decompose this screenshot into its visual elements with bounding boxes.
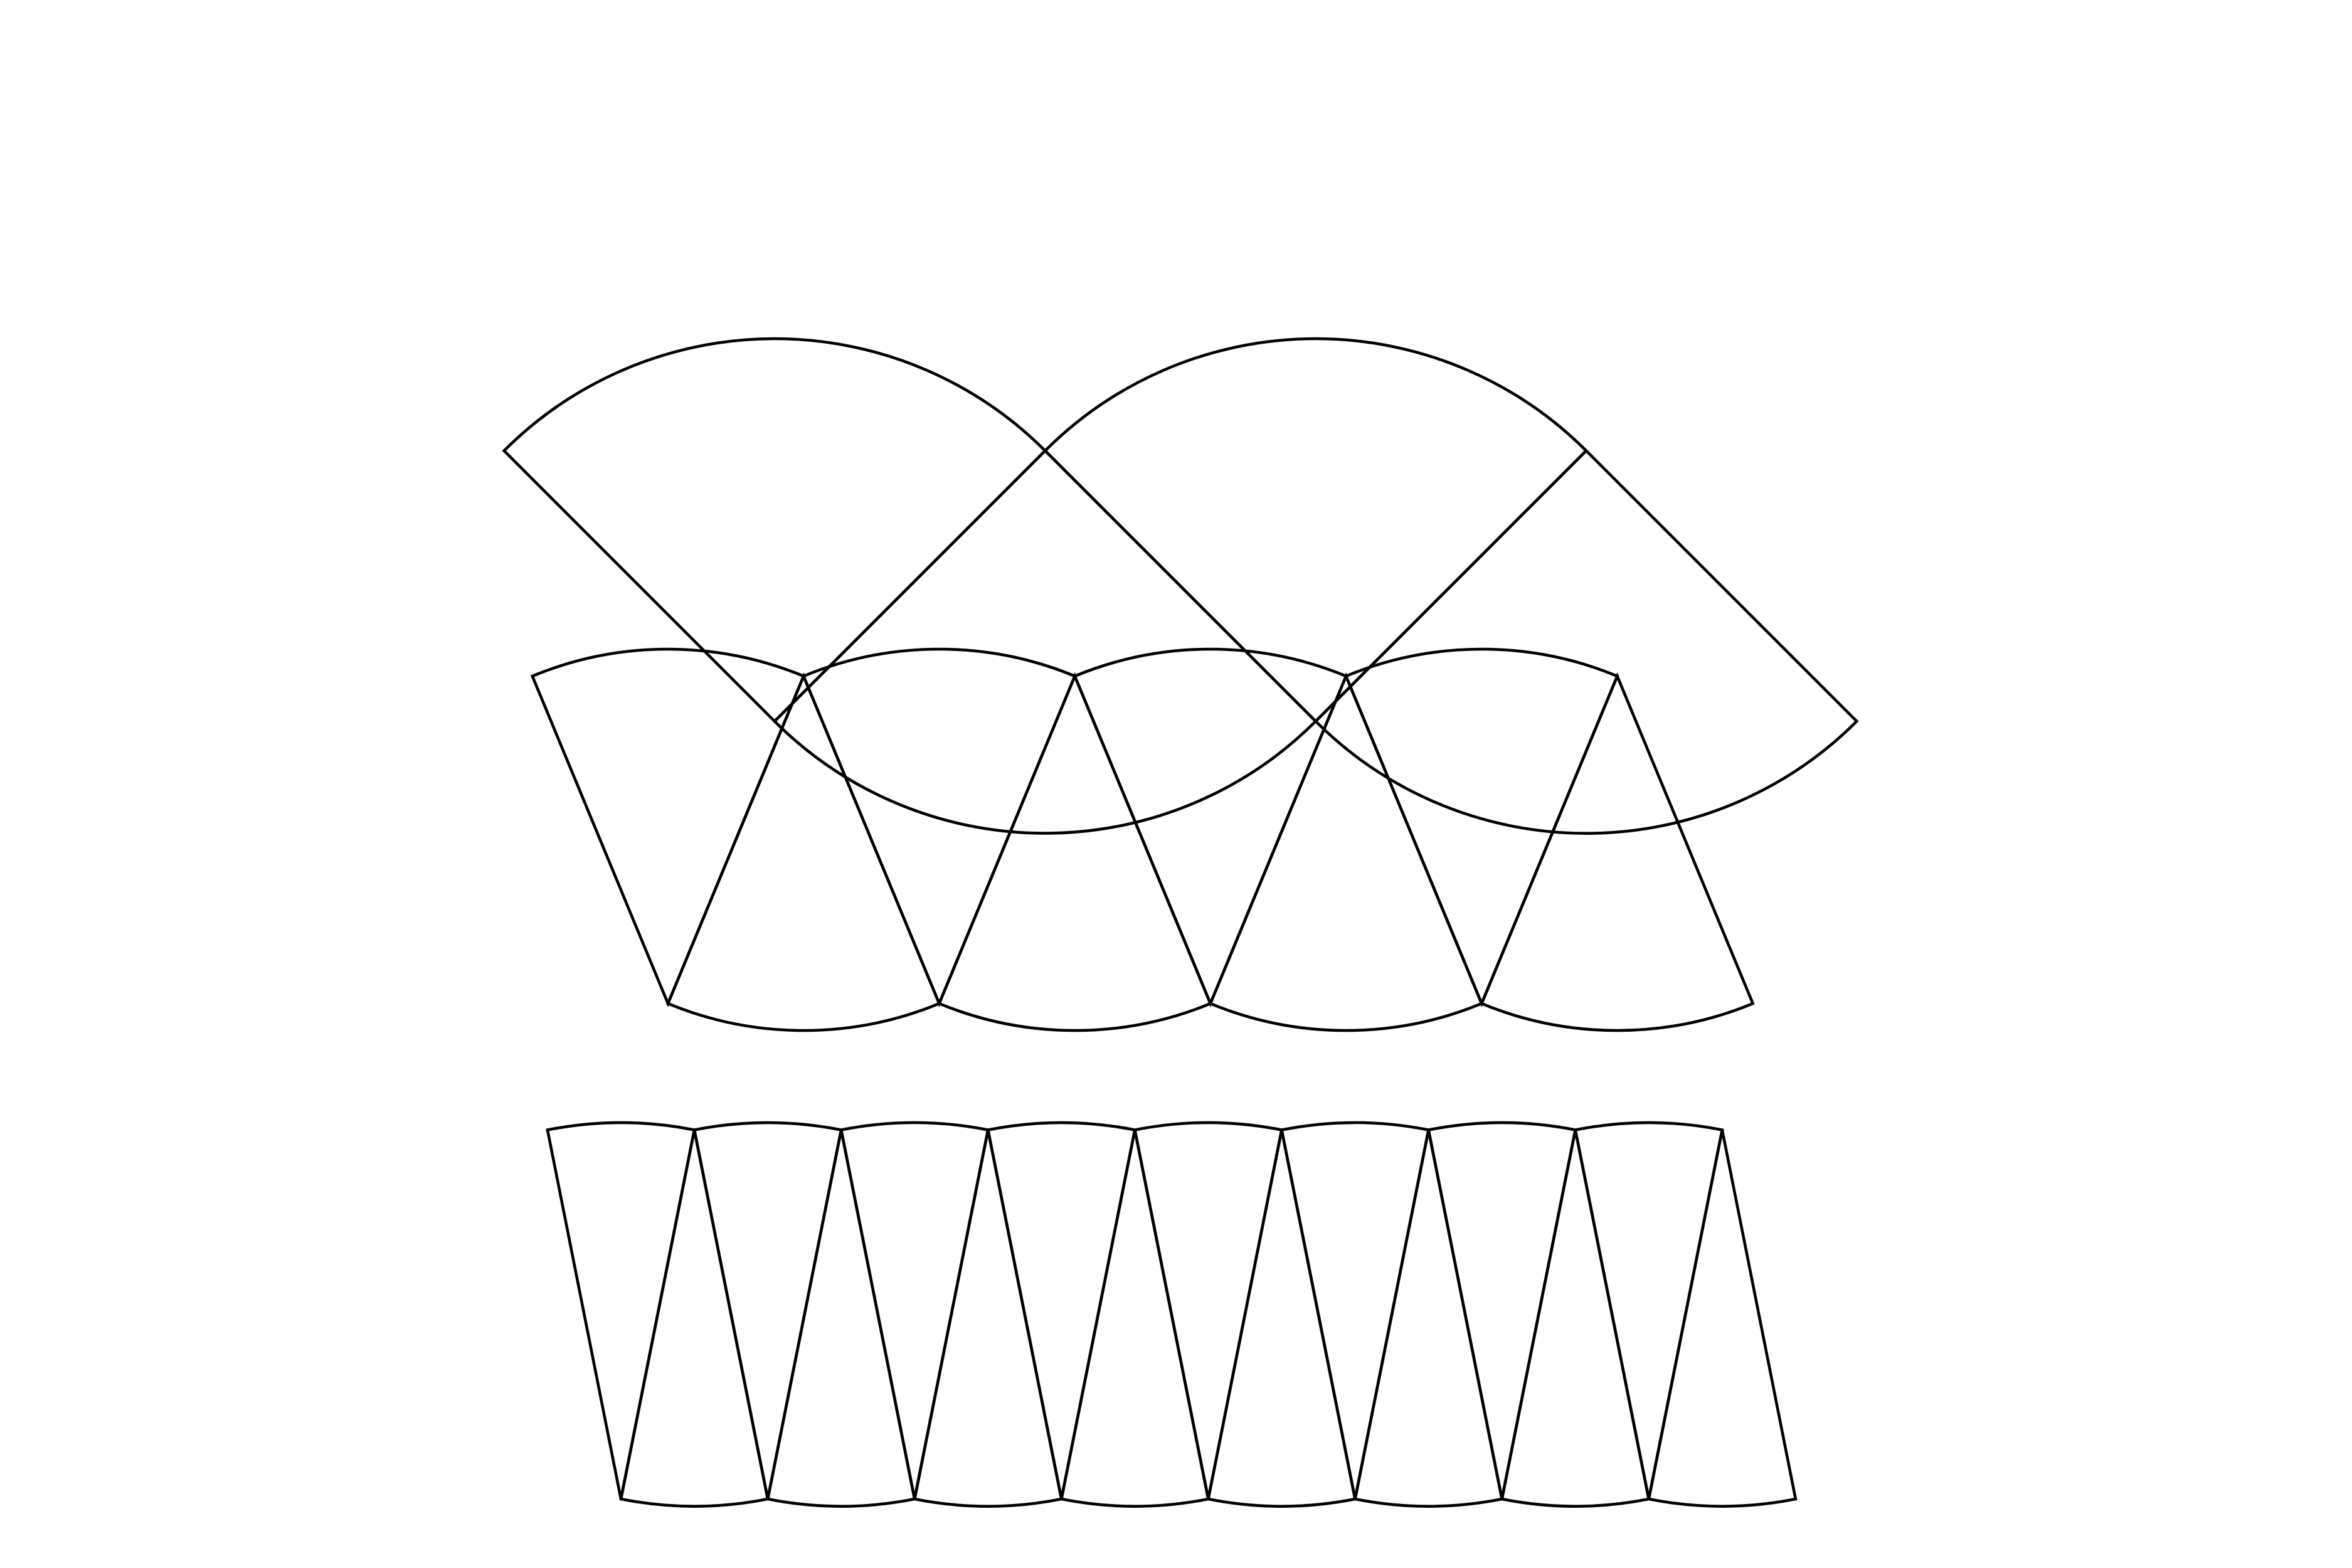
row-sixteen-sectors xyxy=(546,1121,1798,1508)
sector-apex-up xyxy=(1206,1130,1357,1508)
sector-apex-down xyxy=(1043,337,1589,724)
sector-apex-up xyxy=(772,448,1318,835)
sector-apex-up xyxy=(1059,1130,1210,1508)
sector-rows xyxy=(502,337,1859,1508)
sector-apex-up xyxy=(1353,1130,1504,1508)
sector-apex-up xyxy=(665,672,941,1032)
sector-apex-down xyxy=(530,647,806,1008)
sector-apex-up xyxy=(1647,1130,1798,1508)
sector-apex-up xyxy=(937,672,1212,1032)
sector-apex-down xyxy=(502,337,1047,724)
sector-apex-up xyxy=(1208,672,1484,1032)
sector-apex-up xyxy=(1480,672,1755,1032)
sector-apex-up xyxy=(1500,1130,1651,1508)
sector-apex-up xyxy=(619,1130,770,1508)
sector-apex-down xyxy=(1073,647,1348,1008)
row-two-sectors xyxy=(502,337,1859,835)
row-eight-sectors xyxy=(530,647,1755,1032)
sector-apex-up xyxy=(766,1130,916,1508)
sector-apex-down xyxy=(1344,647,1619,1008)
sector-apex-up xyxy=(1313,448,1859,835)
sector-apex-down xyxy=(802,647,1077,1008)
sector-apex-up xyxy=(913,1130,1064,1508)
